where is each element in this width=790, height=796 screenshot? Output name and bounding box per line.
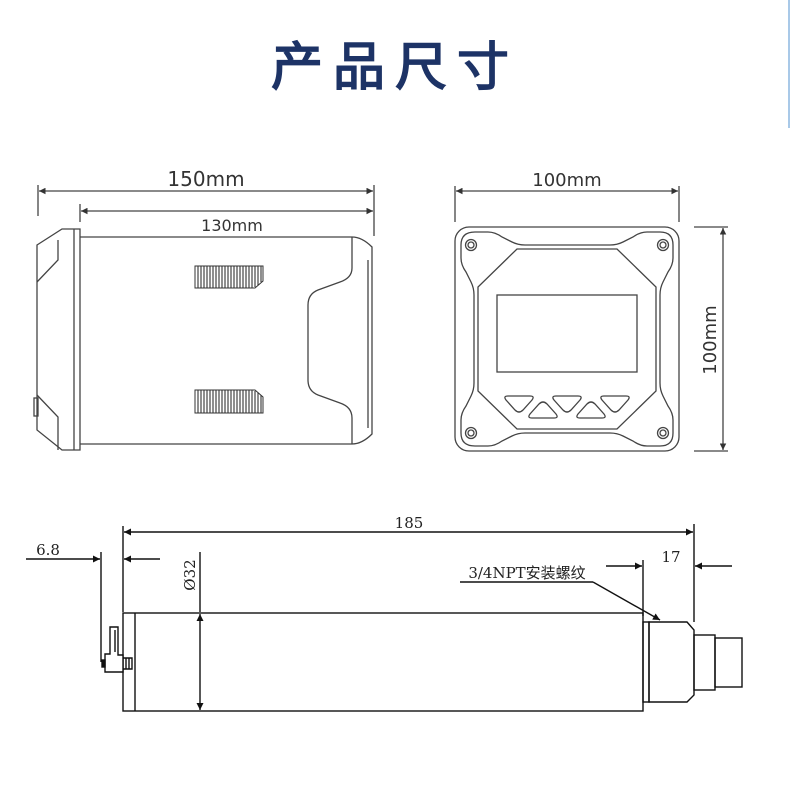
thread-leader	[592, 581, 661, 621]
side-view	[33, 185, 375, 451]
fitting-step-2	[714, 637, 743, 688]
flange-outline	[36, 228, 81, 451]
display-screen	[496, 294, 638, 373]
npt-thread	[648, 621, 695, 703]
dim-150-label: 150mm	[167, 167, 244, 191]
page-title: 产品尺寸	[270, 38, 519, 98]
body-outline	[80, 236, 373, 445]
grip-bottom	[194, 389, 264, 414]
grip-top	[194, 265, 264, 289]
dim-height-label: 100mm	[700, 305, 721, 374]
side-recess	[307, 237, 353, 444]
dim-130-label: 130mm	[201, 216, 263, 235]
button-up-2	[576, 401, 606, 419]
dim-185-label: 185	[395, 514, 424, 532]
front-frame-inner	[460, 231, 674, 447]
front-view	[454, 186, 728, 452]
dim-17-label: 17	[661, 548, 680, 566]
button-up-1	[528, 401, 558, 419]
button-down-3	[600, 395, 630, 413]
fitting-step-1	[693, 634, 716, 691]
sensor-body	[122, 612, 644, 712]
button-down-2	[552, 395, 582, 413]
front-frame-outer	[454, 226, 680, 452]
bezel	[477, 248, 657, 430]
dim-32-label: Ø32	[181, 559, 199, 590]
button-down-1	[504, 395, 534, 413]
thread-label: 3/4NPT安装螺纹	[468, 564, 585, 582]
dim-width-label: 100mm	[532, 170, 601, 191]
edge-accent-line	[788, 0, 790, 128]
dim-6.8-label: 6.8	[36, 541, 60, 559]
sensor-view	[26, 524, 743, 712]
